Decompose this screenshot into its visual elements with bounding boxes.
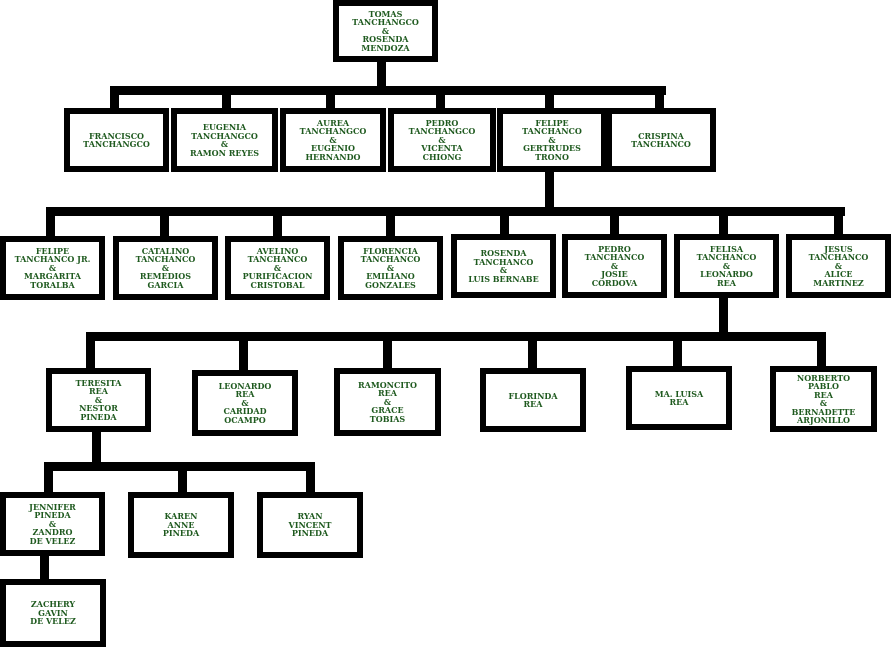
connector [46, 207, 55, 239]
person-box-felipe-gertrudes: FELIPE TANCHANCO & GERTRUDES TRONO [497, 108, 607, 172]
person-box-felipe-jr-margarita: FELIPE TANCHANCO JR. & MARGARITA TORALBA [0, 236, 105, 300]
connector [306, 462, 315, 496]
person-box-aurea-eugenio: AUREA TANCHANGCO & EUGENIO HERNANDO [280, 108, 386, 172]
connector [160, 207, 169, 239]
person-box-tomas-rosenda: TOMAS TANCHANGCO & ROSENDA MENDOZA [333, 0, 438, 62]
connector [40, 553, 49, 583]
person-box-florencia-emiliano: FLORENCIA TANCHANCO & EMILIANO GONZALES [338, 236, 443, 300]
connector [326, 86, 335, 110]
person-box-francisco: FRANCISCO TANCHANGCO [64, 108, 169, 172]
person-box-jesus-alice: JESUS TANCHANCO & ALICE MARTINEZ [786, 234, 891, 298]
connector [46, 207, 845, 216]
connector [528, 332, 537, 372]
connector [817, 332, 826, 372]
connector [545, 170, 554, 212]
connector [110, 86, 666, 95]
connector [673, 332, 682, 372]
connector [178, 462, 187, 496]
person-box-rosenda-luis: ROSENDA TANCHANCO & LUIS BERNABE [451, 234, 556, 298]
person-box-felisa-leonardo: FELISA TANCHANCO & LEONARDO REA [674, 234, 779, 298]
connector [110, 86, 119, 110]
connector [386, 207, 395, 239]
person-box-catalino-remedios: CATALINO TANCHANCO & REMEDIOS GARCIA [113, 236, 218, 300]
connector [500, 207, 509, 239]
connector [719, 207, 728, 239]
person-box-crispina: CRISPINA TANCHANCO [606, 108, 716, 172]
person-box-norberto-bernadette: NORBERTO PABLO REA & BERNADETTE ARJONILL… [770, 366, 877, 432]
person-box-teresita-nestor: TERESITA REA & NESTOR PINEDA [46, 368, 151, 432]
connector [834, 207, 843, 239]
person-box-florinda: FLORINDA REA [480, 368, 586, 432]
person-box-zachery-gavin: ZACHERY GAVIN DE VELEZ [0, 579, 106, 647]
connector [545, 86, 554, 110]
connector [86, 332, 95, 372]
connector [239, 332, 248, 372]
connector [222, 86, 231, 110]
person-box-pedro-vicenta: PEDRO TANCHANGCO & VICENTA CHIONG [388, 108, 496, 172]
connector [92, 430, 101, 466]
person-box-eugenia-ramon: EUGENIA TANCHANGCO & RAMON REYES [171, 108, 278, 172]
connector [44, 462, 53, 496]
person-box-jennifer-zandro: JENNIFER PINEDA & ZANDRO DE VELEZ [0, 492, 105, 556]
person-box-ryan-vincent: RYAN VINCENT PINEDA [257, 492, 363, 558]
person-box-ma-luisa: MA. LUISA REA [626, 366, 732, 430]
connector [86, 332, 826, 341]
connector [655, 86, 664, 110]
person-box-ramoncito-grace: RAMONCITO REA & GRACE TOBIAS [334, 368, 441, 436]
connector [610, 207, 619, 239]
person-box-avelino-purificacion: AVELINO TANCHANCO & PURIFICACION CRISTOB… [225, 236, 330, 300]
person-box-pedro-josie: PEDRO TANCHANCO & JOSIE CORDOVA [562, 234, 667, 298]
connector [377, 60, 386, 90]
connector [719, 296, 728, 336]
connector [273, 207, 282, 239]
person-box-leonardo-caridad: LEONARDO REA & CARIDAD OCAMPO [192, 370, 298, 436]
person-box-karen-anne: KAREN ANNE PINEDA [128, 492, 234, 558]
connector [436, 86, 445, 110]
connector [383, 332, 392, 372]
